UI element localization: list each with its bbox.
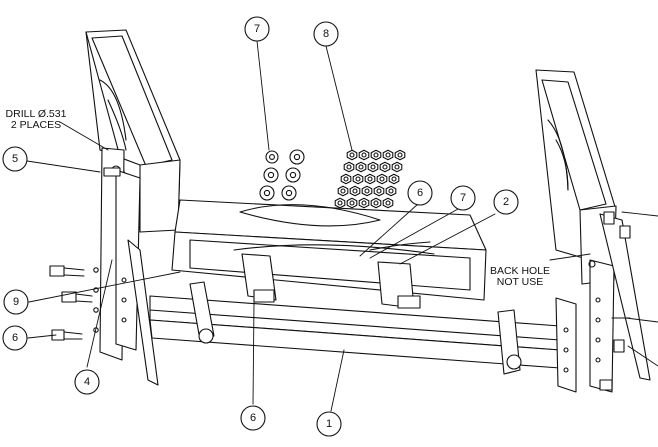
hex-nut <box>358 149 370 161</box>
drill-note: DRILL Ø.531 2 PLACES <box>4 109 68 131</box>
callout-4: 4 <box>84 376 90 388</box>
hex-nut-hole <box>388 188 394 194</box>
hex-nut <box>373 185 385 197</box>
hex-nut-hole <box>346 164 352 170</box>
washers-group <box>259 149 305 201</box>
hex-nut <box>391 161 403 173</box>
callout-7-washers: 7 <box>254 23 260 35</box>
hex-nut <box>352 173 364 185</box>
hex-nut-hole <box>382 164 388 170</box>
drill-note-line1: DRILL Ø.531 <box>5 108 67 120</box>
hex-nut <box>382 149 394 161</box>
hex-nut-hole <box>385 200 391 206</box>
callout-6-left: 6 <box>12 332 18 344</box>
left-mounting-plate <box>93 147 159 386</box>
callout-1: 1 <box>326 418 332 430</box>
callout-5: 5 <box>12 153 18 165</box>
hex-nut-hole <box>364 188 370 194</box>
nuts-group <box>334 149 406 209</box>
hex-nut-hole <box>373 200 379 206</box>
hex-nut <box>385 185 397 197</box>
hex-nut-hole <box>355 176 361 182</box>
right-upright-frame <box>535 69 617 285</box>
center-gusset-plates <box>241 253 421 309</box>
callout-circles <box>2 16 519 437</box>
callout-8-nuts: 8 <box>323 28 329 40</box>
leader-lines <box>26 40 658 412</box>
hex-nut <box>388 173 400 185</box>
hex-nut <box>343 161 355 173</box>
back-hole-note-line1: BACK HOLE <box>489 265 551 277</box>
hex-nut <box>370 149 382 161</box>
callout-6-bottom: 6 <box>250 412 256 424</box>
hex-nut <box>361 185 373 197</box>
hex-nut <box>346 197 358 209</box>
hex-nut-hole <box>361 200 367 206</box>
hex-nut-hole <box>340 188 346 194</box>
back-hole-note: BACK HOLE NOT USE <box>488 266 552 288</box>
hex-nut-hole <box>373 152 379 158</box>
hex-nut <box>346 149 358 161</box>
hex-nut <box>376 173 388 185</box>
hex-nut-hole <box>367 176 373 182</box>
hex-nut <box>337 185 349 197</box>
hex-nut <box>340 173 352 185</box>
right-mounting-plate <box>555 213 651 393</box>
hex-nut-hole <box>337 200 343 206</box>
callout-2: 2 <box>503 196 509 208</box>
hex-nut-hole <box>385 152 391 158</box>
back-hole-note-line2: NOT USE <box>496 276 544 288</box>
hex-nut-hole <box>397 152 403 158</box>
hex-nut-hole <box>394 164 400 170</box>
hex-nut-hole <box>343 176 349 182</box>
hex-nut <box>367 161 379 173</box>
hex-nut-hole <box>376 188 382 194</box>
hex-nut-hole <box>349 152 355 158</box>
hex-nut <box>334 197 346 209</box>
callout-9: 9 <box>13 296 19 308</box>
hex-nut <box>382 197 394 209</box>
callout-6-center: 6 <box>417 187 423 199</box>
hex-nut <box>394 149 406 161</box>
drill-note-line2: 2 PLACES <box>10 119 62 131</box>
hex-nut <box>370 197 382 209</box>
hex-nut <box>358 197 370 209</box>
hex-nut <box>355 161 367 173</box>
left-bolts <box>49 167 121 341</box>
hex-nut-hole <box>379 176 385 182</box>
hex-nut <box>364 173 376 185</box>
hex-nut <box>379 161 391 173</box>
left-upright-frame <box>85 29 181 233</box>
callout-7-center: 7 <box>460 192 466 204</box>
tube-brackets <box>189 281 522 375</box>
hex-nut-hole <box>391 176 397 182</box>
hex-nut <box>349 185 361 197</box>
hex-nut-hole <box>370 164 376 170</box>
hex-nut-hole <box>358 164 364 170</box>
hex-nut-hole <box>349 200 355 206</box>
top-crossbar <box>171 199 487 301</box>
main-lower-tube <box>149 295 561 369</box>
hex-nut-hole <box>361 152 367 158</box>
hex-nut-hole <box>352 188 358 194</box>
